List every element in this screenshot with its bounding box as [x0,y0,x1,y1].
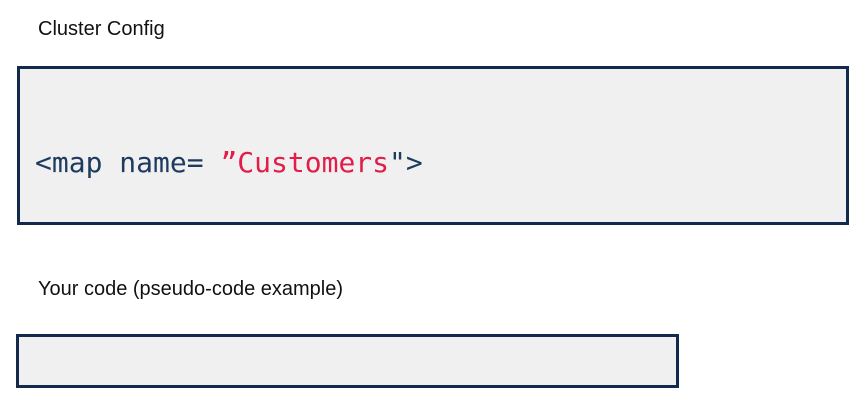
your-code-heading: Your code (pseudo-code example) [38,278,344,300]
xml-map-tag-close: "> [389,146,423,179]
xml-map-open-line: <map name= ”Customers"> [35,146,831,179]
xml-map-tag-open: <map name= [35,146,221,179]
pseudo-code-block: map Customers = map.get(“Customers”) [16,334,679,388]
xml-map-name-value: ”Customers [220,146,390,179]
cluster-config-code-block: <map name= ”Customers"> <backup-count>1<… [17,66,849,225]
cluster-config-heading: Cluster Config [38,18,165,40]
